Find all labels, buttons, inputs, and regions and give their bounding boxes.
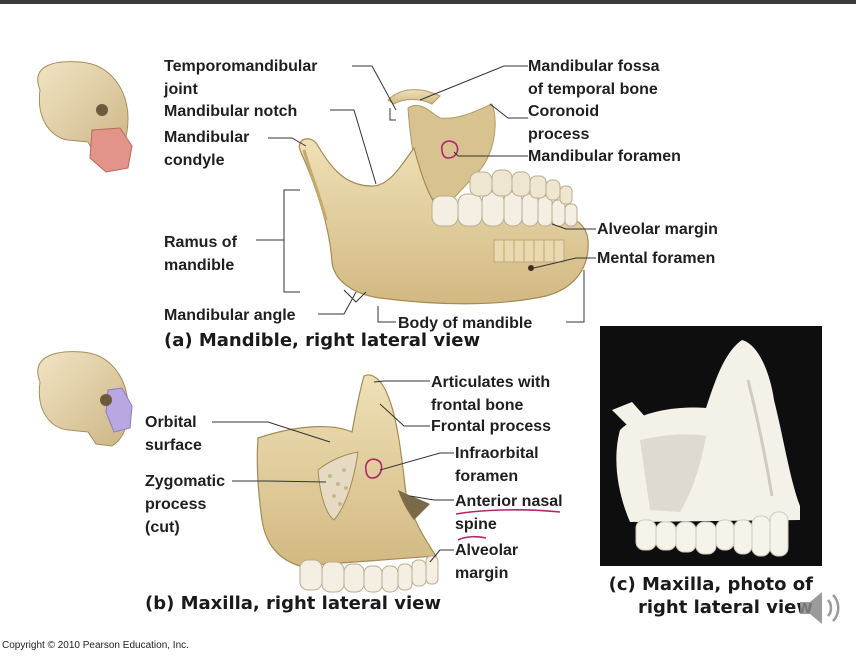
mandible-drawing [298,89,589,305]
label-alveolar-b-line1: Alveolar [455,542,519,559]
lower-teeth [431,191,578,227]
label-frontal-process: Frontal process [431,418,552,435]
upper-teeth [299,555,439,593]
maxilla-drawing [256,374,439,593]
label-mandibular-notch: Mandibular notch [164,103,298,120]
label-nasal-line1: Anterior nasal [455,493,563,510]
leader-lines-a [256,65,596,323]
label-coronoid-line1: Coronoid [528,103,600,120]
label-zygomatic-line1: Zygomatic [145,473,226,490]
caption-c-line2: right lateral view [638,597,813,618]
label-mandibular-fossa: Mandibular fossa of temporal bone [528,55,660,101]
label-tmj-line1: Temporomandibular [164,58,318,75]
maxilla-photo [600,326,822,566]
label-orbital-surface: Orbital surface [145,411,202,457]
label-coronoid-process: Coronoid process [528,100,599,146]
label-mandibular-angle: Mandibular angle [164,307,296,324]
label-fossa-line2: of temporal bone [528,81,658,98]
label-zygomatic-line3: (cut) [145,519,180,536]
label-orbital-line1: Orbital [145,414,197,431]
label-tmj: Temporomandibular joint [164,55,318,101]
caption-a: (a) Mandible, right lateral view [164,330,481,351]
nasal-underline [455,509,561,515]
mental-foramen-dot [528,265,534,271]
top-border [0,0,856,4]
mandible-highlight [89,127,133,173]
label-zygomatic-process: Zygomatic process (cut) [145,470,225,539]
label-orbital-line2: surface [145,437,202,454]
spine-underline [457,535,487,541]
label-ramus-line1: Ramus of [164,234,237,251]
label-alveolar-b-line2: margin [455,565,509,582]
leader-lines-b [212,380,454,563]
label-zygomatic-line2: process [145,496,207,513]
skull-thumbnail-a [37,61,133,173]
skull-thumbnail-b [37,351,133,447]
label-mandibular-condyle: Mandibular condyle [164,126,249,172]
label-coronoid-line2: process [528,126,590,143]
label-ramus: Ramus of mandible [164,231,237,277]
label-infraorbital-line2: foramen [455,468,519,485]
label-articulates-line2: frontal bone [431,397,524,414]
infraorbital-annotation-circle [364,458,383,479]
caption-c-line1: (c) Maxilla, photo of [608,574,813,595]
label-nasal-line2: spine [455,516,497,533]
label-ramus-line2: mandible [164,257,235,274]
maxilla-highlight [105,387,133,433]
foramen-annotation-circle [440,140,459,159]
copyright-text: Copyright © 2010 Pearson Education, Inc. [2,640,189,651]
label-anterior-nasal-spine: Anterior nasal spine [455,490,563,536]
label-body-of-mandible: Body of mandible [398,315,533,332]
label-mandibular-foramen: Mandibular foramen [528,148,681,165]
label-articulates-frontal: Articulates with frontal bone [431,371,550,417]
caption-b: (b) Maxilla, right lateral view [145,593,441,614]
label-alveolar-margin-b: Alveolar margin [455,539,518,585]
label-condyle-line2: condyle [164,152,225,169]
label-alveolar-margin-a: Alveolar margin [597,221,718,238]
speaker-icon[interactable] [790,580,846,636]
caption-c: (c) Maxilla, photo of right lateral view [598,573,813,619]
label-fossa-line1: Mandibular fossa [528,58,660,75]
label-tmj-line2: joint [164,81,198,98]
label-infraorbital-line1: Infraorbital [455,445,539,462]
label-condyle-line1: Mandibular [164,129,250,146]
label-mental-foramen: Mental foramen [597,250,716,267]
label-articulates-line1: Articulates with [431,374,551,391]
label-infraorbital-foramen: Infraorbital foramen [455,442,539,488]
